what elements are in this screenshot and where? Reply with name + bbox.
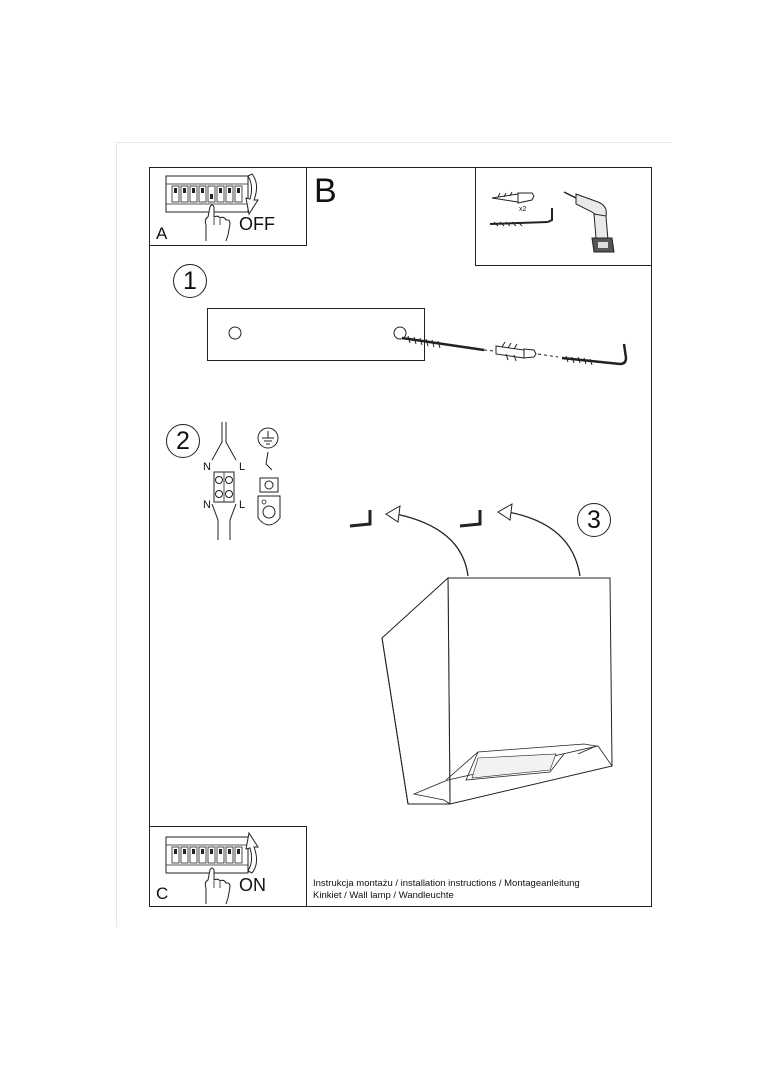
hang-arrows-icon [349, 503, 581, 577]
section-letter-a: A [156, 224, 168, 243]
live-label-bottom: L [239, 499, 246, 511]
mounting-plate-holes [228, 326, 407, 340]
curved-arrow-down-icon [245, 173, 259, 216]
step-1-circle: 1 [173, 264, 207, 298]
section-letter-c: C [156, 884, 169, 903]
off-label: OFF [239, 214, 275, 234]
wall-plug-icon [491, 191, 535, 204]
screw-icon [401, 335, 485, 352]
terminal-block-icon [211, 422, 237, 540]
neutral-label-bottom: N [203, 499, 211, 511]
quantity-label: x2 [519, 206, 527, 213]
curved-arrow-up-icon [245, 831, 259, 874]
lamp-cube-icon [381, 576, 613, 805]
breaker-panel-icon [165, 836, 249, 874]
sheet-edge-top [116, 142, 672, 143]
earth-connection-icon [257, 427, 281, 526]
live-label-top: L [239, 461, 246, 473]
step-2-circle: 2 [166, 424, 200, 458]
section-letter-b: B [314, 172, 337, 210]
footer-product-name: Kinkiet / Wall lamp / Wandleuchte [313, 890, 454, 901]
on-label: ON [239, 875, 266, 895]
panel-c-power-on: C ON [149, 826, 307, 907]
sheet-edge-left [116, 142, 117, 927]
screw-assembly-icon [401, 335, 628, 366]
instruction-frame [149, 167, 652, 907]
hand-icon [204, 867, 231, 905]
screw-hook-icon [489, 208, 553, 227]
hand-icon [204, 204, 231, 242]
mounting-plate-icon [207, 308, 425, 361]
screw-hook-icon [561, 343, 628, 366]
earth-ground-icon [257, 427, 279, 449]
breaker-panel-icon [165, 175, 249, 213]
wall-plug-icon [495, 341, 537, 362]
footer-instructions-title: Instrukcja montażu / installation instru… [313, 878, 580, 889]
panel-a-power-off: A OFF [149, 167, 307, 246]
tools-icons [489, 191, 553, 227]
neutral-label-top: N [203, 461, 211, 473]
step-3-circle: 3 [577, 503, 611, 537]
drill-icon [563, 191, 615, 253]
tools-box: x2 [475, 167, 652, 266]
